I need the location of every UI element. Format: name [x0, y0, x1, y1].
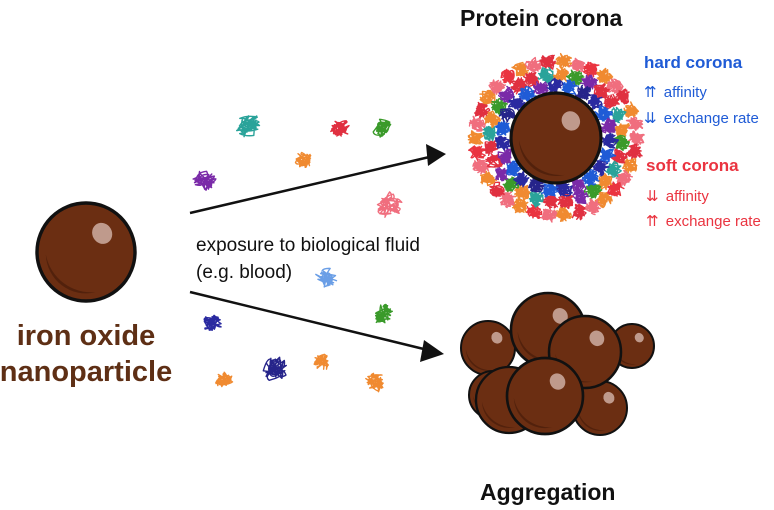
corona-protein-icon: [468, 115, 486, 132]
corona-protein-icon: [601, 132, 620, 149]
corona-protein-icon: [598, 147, 617, 164]
hard-corona-title: hard corona: [644, 53, 743, 72]
free-protein-icon: [262, 356, 287, 381]
corona-protein-icon: [479, 170, 498, 187]
corona-protein-icon: [525, 204, 543, 219]
free-protein-icon: [372, 118, 392, 138]
corona-protein-icon: [592, 160, 610, 177]
corona-protein-icon: [615, 169, 633, 188]
corona-protein-icon: [572, 188, 589, 205]
corona-protein-icon: [583, 183, 603, 199]
corona-protein-icon: [467, 130, 485, 145]
free-protein-icon: [330, 120, 350, 137]
hard-corona-legend: hard corona ⇈ affinity ⇊ exchange rate: [644, 53, 759, 127]
soft-corona-exchange-arrows: ⇈: [646, 213, 659, 230]
corona-protein-icon: [594, 191, 613, 209]
arrow-to-protein-corona: [189, 144, 446, 215]
corona-protein-icon: [606, 78, 624, 95]
corona-protein-icon: [594, 105, 613, 122]
corona-protein-icon: [528, 190, 544, 208]
hard-corona-exchange-rate: exchange rate: [664, 110, 759, 127]
corona-protein-icon: [537, 67, 555, 84]
corona-protein-icon: [500, 68, 515, 85]
corona-protein-icon: [511, 197, 529, 214]
corona-protein-icon: [546, 77, 565, 96]
nanoparticles: [35, 91, 655, 436]
protein-corona-shell: [467, 52, 645, 223]
hard-corona-affinity: affinity: [664, 84, 708, 101]
corona-nanoparticle: [509, 91, 603, 185]
corona-protein-icon: [627, 130, 645, 147]
free-protein-icon: [294, 151, 312, 169]
corona-protein-icon: [554, 205, 572, 222]
soft-corona-exchange-row: ⇈ exchange rate: [646, 213, 761, 230]
iron-oxide-nanoparticle: [35, 201, 137, 303]
hard-corona-exchange-row: ⇊ exchange rate: [644, 110, 759, 127]
soft-corona-affinity-row: ⇊ affinity: [646, 188, 709, 205]
corona-protein-icon: [513, 170, 530, 188]
corona-protein-icon: [495, 120, 511, 136]
corona-protein-icon: [482, 125, 499, 142]
corona-protein-icon: [599, 117, 617, 134]
free-protein-icon: [215, 371, 234, 388]
corona-protein-icon: [561, 79, 580, 95]
corona-protein-icon: [517, 86, 537, 103]
corona-protein-icon: [533, 81, 549, 95]
exposure-label-line2: (e.g. blood): [196, 262, 292, 283]
corona-protein-icon: [489, 181, 505, 198]
corona-protein-icon: [557, 192, 574, 210]
corona-protein-icon: [511, 61, 529, 77]
aggregated-nanoparticle: [505, 356, 585, 436]
free-protein-icon: [365, 372, 384, 393]
free-proteins: [192, 115, 403, 393]
free-protein-icon: [315, 267, 338, 288]
corona-protein-icon: [625, 117, 644, 132]
corona-protein-icon: [540, 208, 558, 223]
corona-protein-icon: [485, 152, 504, 168]
free-protein-icon: [236, 115, 261, 138]
free-protein-icon: [313, 353, 330, 370]
corona-protein-icon: [571, 203, 587, 221]
arrow-to-aggregation: [189, 290, 444, 362]
corona-protein-icon: [555, 52, 573, 69]
exposure-label-line1: exposure to biological fluid: [196, 235, 420, 256]
soft-corona-exchange-rate: exchange rate: [666, 213, 761, 230]
hard-corona-affinity-row: ⇈ affinity: [644, 84, 707, 101]
corona-protein-icon: [506, 160, 522, 177]
corona-protein-icon: [615, 88, 630, 105]
soft-corona-title: soft corona: [646, 156, 739, 175]
corona-protein-icon: [539, 54, 556, 70]
free-protein-icon: [375, 303, 393, 324]
soft-corona-affinity: affinity: [666, 188, 710, 205]
corona-protein-icon: [625, 143, 643, 161]
corona-protein-icon: [596, 67, 614, 85]
corona-protein-icon: [488, 79, 506, 95]
corona-protein-icon: [604, 160, 622, 178]
corona-protein-icon: [614, 123, 631, 138]
free-protein-icon: [376, 191, 403, 218]
free-protein-icon: [203, 314, 222, 331]
nanoparticle-label-line2: nanoparticle: [0, 356, 172, 388]
corona-protein-icon: [623, 101, 640, 118]
corona-protein-icon: [498, 108, 516, 123]
corona-protein-icon: [582, 61, 600, 78]
corona-protein-icon: [569, 177, 587, 194]
soft-corona-affinity-arrows: ⇊: [646, 188, 659, 205]
corona-protein-icon: [497, 148, 512, 165]
corona-protein-icon: [524, 56, 543, 73]
hard-corona-affinity-arrows: ⇈: [644, 84, 657, 101]
corona-protein-icon: [494, 135, 511, 151]
free-protein-icon: [192, 170, 217, 191]
hard-corona-exchange-arrows: ⇊: [644, 110, 657, 127]
aggregation-title: Aggregation: [480, 479, 615, 505]
corona-protein-icon: [581, 168, 600, 187]
soft-corona-legend: soft corona ⇊ affinity ⇈ exchange rate: [646, 156, 761, 230]
corona-protein-icon: [495, 165, 510, 182]
protein-corona-title: Protein corona: [460, 5, 623, 31]
nanoparticle-label-line1: iron oxide: [17, 320, 156, 352]
corona-protein-icon: [468, 145, 487, 161]
corona-protein-icon: [484, 140, 499, 156]
corona-protein-icon: [568, 57, 587, 72]
